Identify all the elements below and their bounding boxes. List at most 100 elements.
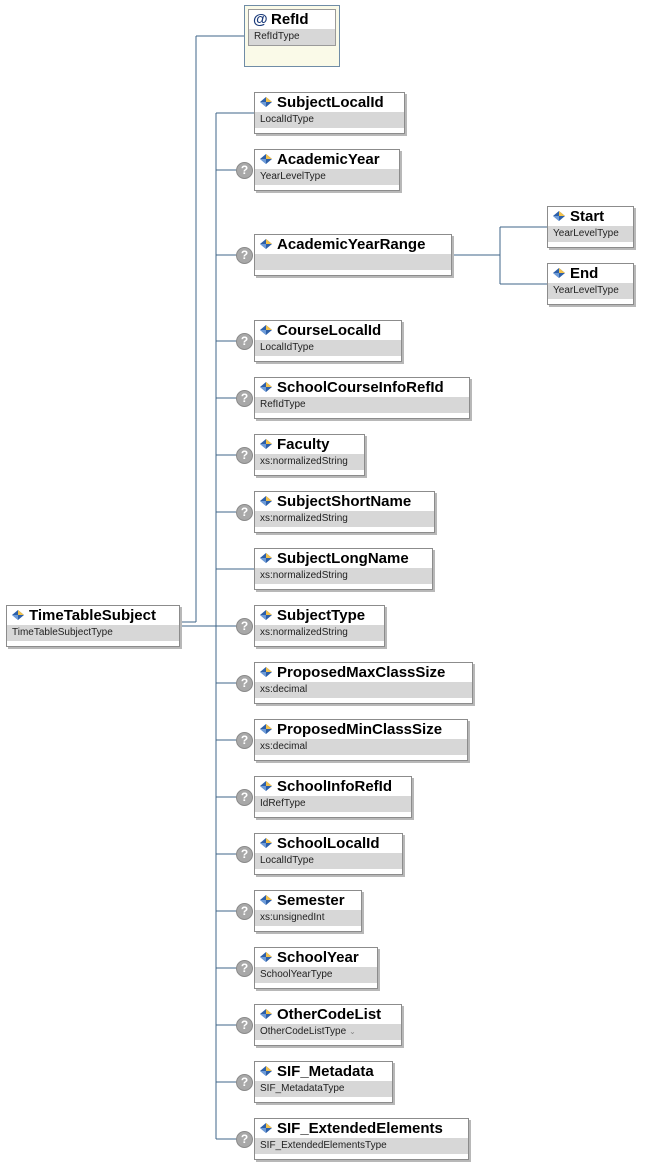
root-element[interactable]: TimeTableSubject TimeTableSubjectType xyxy=(6,605,180,647)
element-icon xyxy=(259,236,273,249)
element-name: Start xyxy=(570,208,605,225)
attribute-refid[interactable]: @RefId RefIdType xyxy=(244,5,340,67)
optional-icon: ? xyxy=(236,333,253,350)
element-icon xyxy=(259,322,273,335)
optional-icon: ? xyxy=(236,390,253,407)
element-type: xs:normalizedString xyxy=(255,454,364,470)
element-type-text: xs:decimal xyxy=(260,684,308,695)
root-title: TimeTableSubject xyxy=(7,606,179,625)
element-type: RefIdType xyxy=(255,397,469,413)
optional-icon: ? xyxy=(236,732,253,749)
child-element-academicyearrange[interactable]: AcademicYearRange xyxy=(254,234,452,276)
element-title: ProposedMinClassSize xyxy=(255,720,467,739)
element-name: OtherCodeList xyxy=(277,1006,382,1023)
element-title: OtherCodeList xyxy=(255,1005,401,1024)
element-type-text: LocalIdType xyxy=(260,114,314,125)
optional-icon: ? xyxy=(236,1074,253,1091)
element-icon xyxy=(259,550,273,563)
element-type: SIF_MetadataType xyxy=(255,1081,392,1097)
element-title: End xyxy=(548,264,633,283)
element-title: SchoolCourseInfoRefId xyxy=(255,378,469,397)
optional-icon: ? xyxy=(236,903,253,920)
element-type: YearLevelType xyxy=(548,283,633,299)
element-type: xs:decimal xyxy=(255,682,472,698)
optional-icon: ? xyxy=(236,1017,253,1034)
optional-icon: ? xyxy=(236,162,253,179)
element-type-text: xs:normalizedString xyxy=(260,513,348,524)
element-type-text: xs:unsignedInt xyxy=(260,912,325,923)
element-title: SIF_ExtendedElements xyxy=(255,1119,468,1138)
element-name: Faculty xyxy=(277,436,330,453)
element-type-text: xs:normalizedString xyxy=(260,627,348,638)
element-type xyxy=(255,254,451,270)
element-name: SubjectShortName xyxy=(277,493,412,510)
expand-chevron-icon[interactable]: ⌄ xyxy=(349,1027,356,1036)
element-type: LocalIdType xyxy=(255,340,401,356)
optional-icon: ? xyxy=(236,846,253,863)
element-icon xyxy=(259,721,273,734)
element-icon xyxy=(259,493,273,506)
child-element-proposedminclasssize[interactable]: ProposedMinClassSize xs:decimal xyxy=(254,719,468,761)
element-name: SchoolInfoRefId xyxy=(277,778,392,795)
element-type: SIF_ExtendedElementsType xyxy=(255,1138,468,1154)
element-name: AcademicYear xyxy=(277,151,380,168)
element-title: CourseLocalId xyxy=(255,321,401,340)
child-element-subjectshortname[interactable]: SubjectShortName xs:normalizedString xyxy=(254,491,435,533)
optional-icon: ? xyxy=(236,789,253,806)
element-name: SchoolYear xyxy=(277,949,359,966)
element-icon xyxy=(259,379,273,392)
element-icon xyxy=(259,151,273,164)
element-title: SubjectLongName xyxy=(255,549,432,568)
element-title: Faculty xyxy=(255,435,364,454)
element-name: ProposedMinClassSize xyxy=(277,721,443,738)
element-type-text: SIF_MetadataType xyxy=(260,1083,345,1094)
element-type-text: SchoolYearType xyxy=(260,969,333,980)
element-icon xyxy=(259,436,273,449)
element-type: OtherCodeListType⌄ xyxy=(255,1024,401,1040)
element-type: xs:normalizedString xyxy=(255,511,434,527)
element-name: SubjectLongName xyxy=(277,550,409,567)
element-icon xyxy=(259,778,273,791)
optional-icon: ? xyxy=(236,618,253,635)
element-name: CourseLocalId xyxy=(277,322,382,339)
element-icon xyxy=(259,1063,273,1076)
element-title: SchoolLocalId xyxy=(255,834,402,853)
attribute-title: @RefId xyxy=(249,10,335,29)
element-type: YearLevelType xyxy=(548,226,633,242)
element-icon xyxy=(259,664,273,677)
attribute-type: RefIdType xyxy=(249,29,335,45)
element-type-text: xs:decimal xyxy=(260,741,308,752)
attribute-name: RefId xyxy=(271,11,309,28)
element-title: AcademicYear xyxy=(255,150,399,169)
element-title: AcademicYearRange xyxy=(255,235,451,254)
optional-icon: ? xyxy=(236,675,253,692)
element-icon xyxy=(259,949,273,962)
element-type-text: OtherCodeListType xyxy=(260,1026,347,1037)
element-title: SchoolInfoRefId xyxy=(255,777,411,796)
element-name: SIF_Metadata xyxy=(277,1063,374,1080)
optional-icon: ? xyxy=(236,247,253,264)
element-name: AcademicYearRange xyxy=(277,236,426,253)
element-icon xyxy=(11,607,25,620)
element-icon xyxy=(552,265,566,278)
optional-icon: ? xyxy=(236,1131,253,1148)
element-type: LocalIdType xyxy=(255,853,402,869)
element-icon xyxy=(552,208,566,221)
